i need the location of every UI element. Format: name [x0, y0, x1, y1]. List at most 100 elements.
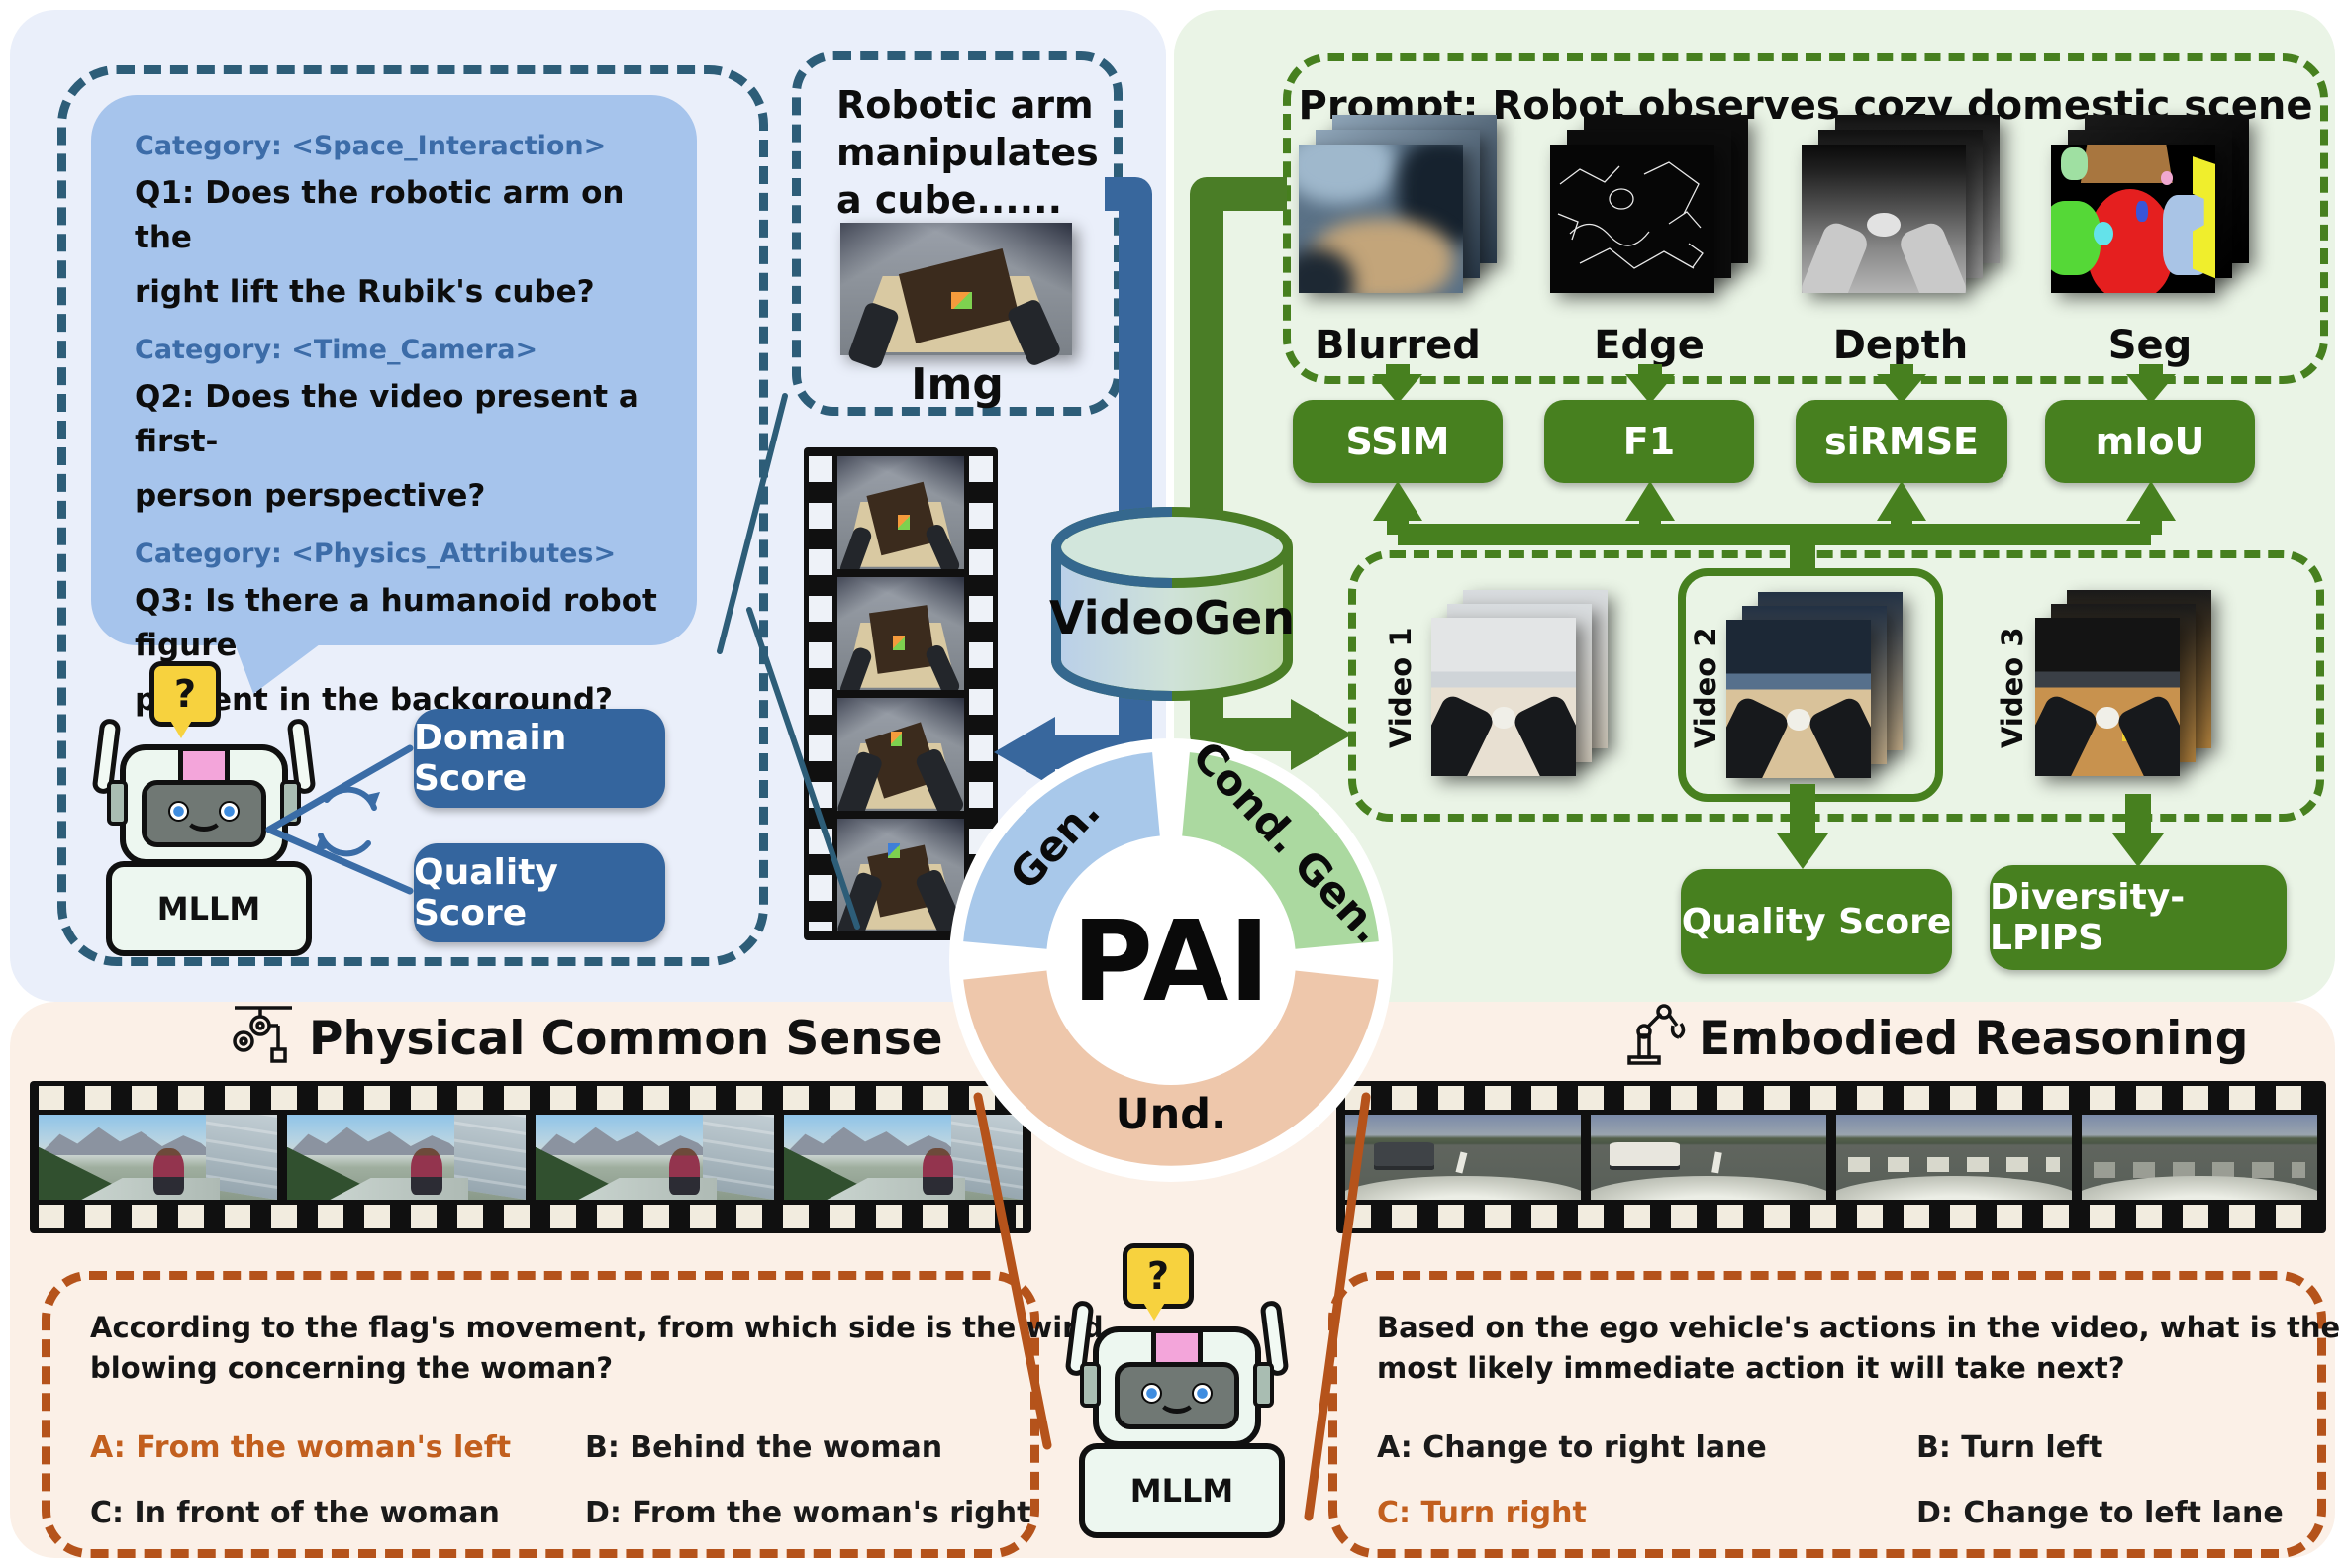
- img-caption-line: manipulates: [836, 130, 1099, 174]
- question-line: According to the flag's movement, from w…: [90, 1311, 1104, 1344]
- embodied-question-box: Based on the ego vehicle's actions in th…: [1328, 1271, 2341, 1558]
- film-frame: [1591, 1115, 1826, 1200]
- edge-stack: [1550, 115, 1748, 313]
- robot-lab-image: [840, 223, 1072, 370]
- video1-stack: [1431, 590, 1608, 784]
- video3-frame: [2035, 618, 2180, 776]
- video-label: Video 1: [1384, 627, 1417, 749]
- mllm-robot: ? MLLM: [91, 661, 317, 958]
- question-line: Based on the ego vehicle's actions in th…: [1377, 1311, 2341, 1344]
- question-line: most likely immediate action it will tak…: [1377, 1350, 2125, 1385]
- domain-score-button: Domain Score: [414, 709, 665, 808]
- mllm-label: MLLM: [1079, 1443, 1285, 1538]
- question-line: blowing concerning the woman?: [90, 1350, 614, 1385]
- question-text: Based on the ego vehicle's actions in th…: [1377, 1308, 2341, 1388]
- video-label: Video 2: [1689, 627, 1722, 749]
- rubiks-cube: [951, 291, 973, 310]
- question-text: According to the flag's movement, from w…: [90, 1308, 1104, 1388]
- generated-video-film-strip: [804, 447, 998, 940]
- qa-category: Category: <Physics_Attributes>: [135, 538, 617, 569]
- film-sprocket-holes: [969, 456, 993, 931]
- option-a: A: From the woman's left: [90, 1430, 512, 1465]
- qa-category: Category: <Time_Camera>: [135, 334, 538, 365]
- film-frame: [837, 456, 964, 569]
- film-frame: [1345, 1115, 1581, 1200]
- qa-question-line: Q3: Is there a humanoid robot figure: [135, 582, 657, 663]
- modality-label: Depth: [1832, 323, 1969, 368]
- option-d: D: Change to left lane: [1916, 1496, 2284, 1530]
- film-sprocket-holes: [39, 1086, 1023, 1110]
- blurred-image: [1299, 145, 1463, 293]
- modality-label: Edge: [1594, 323, 1705, 368]
- video1-frame: [1431, 618, 1576, 776]
- film-frame: [784, 1115, 1023, 1200]
- question-bubble-icon: ?: [1123, 1243, 1194, 1309]
- physical-question-box: According to the flag's movement, from w…: [42, 1271, 1104, 1558]
- qa-question-line: Q1: Does the robotic arm on the: [135, 175, 625, 255]
- qa-question-line: Q2: Does the video present a first-: [135, 378, 639, 459]
- film-sprocket-holes: [1345, 1205, 2317, 1228]
- seg-image: [2051, 145, 2215, 293]
- qa-category: Category: <Space_Interaction>: [135, 131, 607, 161]
- option-c: C: Turn right: [1377, 1496, 1587, 1530]
- f1-metric: F1: [1544, 400, 1754, 483]
- img-box: Robotic arm manipulates a cube...... Img: [792, 51, 1123, 416]
- film-frame: [837, 577, 964, 690]
- modality-label: Blurred: [1315, 323, 1481, 368]
- pulley-icon: [233, 1006, 292, 1063]
- film-frame: [1836, 1115, 2072, 1200]
- option-d: D: From the woman's right: [585, 1496, 1031, 1530]
- robot-face: [142, 780, 266, 847]
- video3-stack: [2035, 590, 2211, 784]
- question-bubble-tail: [1142, 1301, 1166, 1321]
- question-bubble-tail: [169, 719, 193, 738]
- ssim-metric: SSIM: [1293, 400, 1503, 483]
- option-b: B: Turn left: [1916, 1430, 2103, 1465]
- video-label: Video 3: [1996, 627, 2029, 749]
- robot-face: [1115, 1362, 1239, 1429]
- film-frame: [837, 698, 964, 811]
- robot-arm-icon: [1627, 1004, 1686, 1065]
- film-sprocket-holes: [39, 1205, 1023, 1228]
- film-frame: [536, 1115, 774, 1200]
- question-bubble-icon: ?: [149, 661, 221, 727]
- film-frame: [39, 1115, 277, 1200]
- quality-score-button: Quality Score: [414, 843, 665, 942]
- mllm-robot: ? MLLM: [1064, 1243, 1290, 1540]
- film-frame: [837, 819, 964, 931]
- video2-stack: [1726, 592, 1903, 786]
- physical-common-sense-heading: Physical Common Sense: [309, 1012, 943, 1066]
- sirmse-metric: siRMSE: [1796, 400, 2007, 483]
- film-sprocket-holes: [809, 456, 832, 931]
- depth-image: [1802, 145, 1966, 293]
- qa-question-line: person perspective?: [135, 477, 486, 514]
- img-caption-line: Robotic arm: [836, 83, 1094, 127]
- robot-head: [107, 744, 301, 865]
- option-c: C: In front of the woman: [90, 1496, 500, 1530]
- qa-question-line: right lift the Rubik's cube?: [135, 273, 595, 310]
- miou-metric: mIoU: [2045, 400, 2255, 483]
- mllm-label: MLLM: [106, 861, 312, 956]
- question-speech-bubble: Category: <Space_Interaction> Q1: Does t…: [91, 95, 697, 718]
- video2-frame: [1726, 620, 1871, 778]
- option-a: A: Change to right lane: [1377, 1430, 1767, 1465]
- seg-stack: [2051, 115, 2249, 313]
- edge-sketch: [1557, 161, 1704, 269]
- film-frame: [287, 1115, 526, 1200]
- videos-box: [1348, 550, 2324, 822]
- option-b: B: Behind the woman: [585, 1430, 943, 1465]
- img-caption-line: a cube......: [836, 177, 1063, 222]
- physical-film-strip: [30, 1081, 1031, 1233]
- depth-stack: [1802, 115, 2000, 313]
- diversity-lpips-button: Diversity-LPIPS: [1990, 865, 2287, 970]
- blurred-stack: [1299, 115, 1497, 313]
- modality-label: Seg: [2107, 323, 2193, 368]
- embodied-reasoning-heading: Embodied Reasoning: [1699, 1012, 2249, 1066]
- robot-head: [1080, 1326, 1274, 1447]
- film-sprocket-holes: [1345, 1086, 2317, 1110]
- img-label: Img: [911, 359, 1004, 410]
- film-frame: [2082, 1115, 2317, 1200]
- embodied-film-strip: [1336, 1081, 2326, 1233]
- edge-image: [1550, 145, 1714, 293]
